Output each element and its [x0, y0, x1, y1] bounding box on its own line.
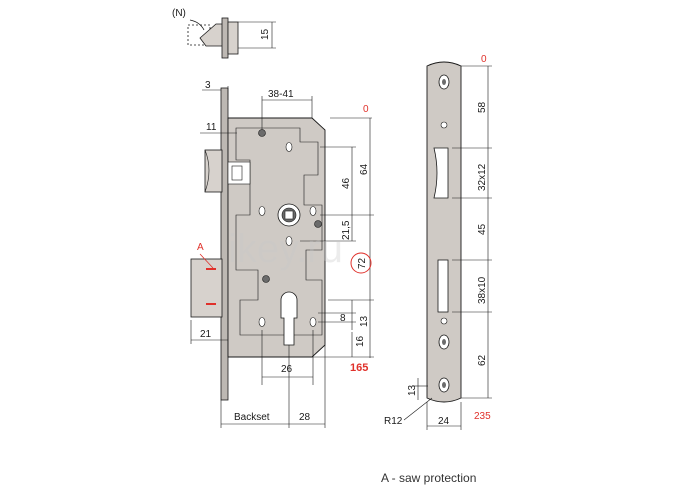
- dim-45: 45: [477, 223, 488, 235]
- dim-0-front: 0: [481, 54, 487, 65]
- side-view: A: [190, 80, 374, 428]
- dim-3: 3: [205, 80, 211, 91]
- dim-26: 26: [281, 364, 293, 375]
- dim-13-front: 13: [407, 384, 418, 396]
- label-a: A: [197, 242, 204, 253]
- dim-38-41: 38-41: [268, 89, 294, 100]
- dim-38x10: 38x10: [477, 276, 488, 304]
- dim-r12: R12: [384, 416, 403, 427]
- dim-13-side: 13: [359, 315, 370, 327]
- dim-8: 8: [340, 313, 346, 324]
- dim-62: 62: [477, 354, 488, 366]
- dim-46: 46: [341, 177, 352, 189]
- dim-64: 64: [359, 163, 370, 175]
- dim-235: 235: [474, 411, 491, 422]
- dim-16: 16: [355, 335, 366, 347]
- dim-21-5: 21,5: [341, 220, 352, 240]
- top-view: (N) 15: [172, 8, 276, 59]
- dim-32x12: 32x12: [477, 163, 488, 191]
- dim-11: 11: [206, 122, 217, 133]
- dim-72: 72: [357, 257, 368, 269]
- legend-caption: A - saw protection: [381, 471, 477, 485]
- dim-58: 58: [477, 101, 488, 113]
- dim-0-side: 0: [363, 104, 369, 115]
- label-n: (N): [172, 8, 186, 19]
- dim-15: 15: [260, 28, 271, 40]
- front-view: 0 58 32x12 45 38x10 62 13 R12 24 235: [384, 54, 492, 430]
- dim-28: 28: [299, 412, 311, 423]
- dim-165: 165: [350, 362, 368, 374]
- watermark: ikey.ru: [228, 227, 343, 271]
- label-backset: Backset: [234, 412, 270, 423]
- dim-72-circle: [350, 252, 372, 274]
- dim-21: 21: [200, 329, 212, 340]
- dim-24: 24: [438, 416, 450, 427]
